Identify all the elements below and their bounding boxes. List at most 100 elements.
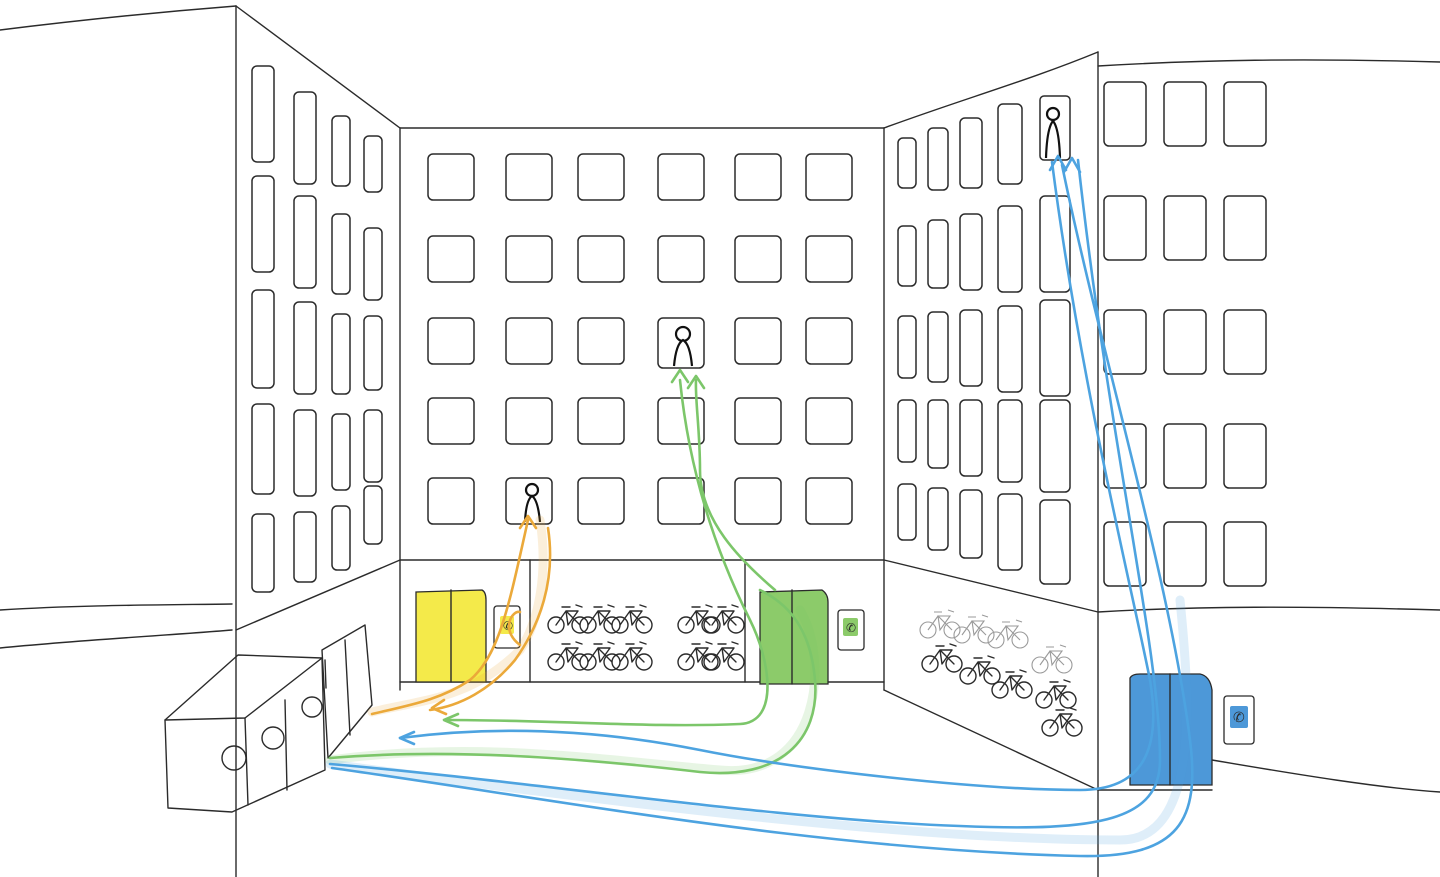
window [505, 235, 553, 283]
window [1163, 309, 1207, 375]
window [577, 317, 625, 365]
window [1223, 195, 1267, 261]
window [293, 511, 317, 583]
window [251, 513, 275, 593]
window [959, 213, 983, 291]
bicycle-icon [611, 604, 653, 634]
window [1039, 399, 1071, 493]
ground-lines [0, 59, 1440, 793]
window [959, 489, 983, 559]
bicycle-icon [677, 641, 719, 671]
window [657, 235, 705, 283]
window [293, 409, 317, 497]
window [293, 195, 317, 289]
window [363, 227, 383, 301]
window [805, 317, 853, 365]
window [1103, 81, 1147, 147]
green-route [325, 368, 820, 775]
window [897, 225, 917, 287]
window [897, 137, 917, 189]
window [734, 397, 782, 445]
window [927, 127, 949, 191]
window [997, 493, 1023, 571]
window [1163, 81, 1207, 147]
window [577, 477, 625, 525]
window [1103, 521, 1147, 587]
window [897, 483, 917, 541]
window [251, 65, 275, 163]
window [427, 397, 475, 445]
window [897, 315, 917, 379]
window [331, 213, 351, 295]
window [959, 309, 983, 387]
window [1039, 299, 1071, 397]
right-building [883, 51, 1267, 877]
window [363, 485, 383, 545]
bicycle-icon [919, 609, 961, 639]
window [1163, 521, 1207, 587]
window [927, 311, 949, 383]
window [897, 399, 917, 463]
window [805, 235, 853, 283]
bicycle-icon [1041, 707, 1083, 737]
bicycle-icon [1031, 644, 1073, 674]
window [734, 317, 782, 365]
window [997, 205, 1023, 293]
window [997, 305, 1023, 393]
bicycle-icon [959, 655, 1001, 685]
yellow-route [367, 514, 552, 717]
left-building-windows [251, 65, 383, 593]
window [427, 235, 475, 283]
window [805, 397, 853, 445]
window [805, 153, 853, 201]
svg-text:✆: ✆ [1233, 710, 1245, 726]
mail-slot-icon [261, 726, 285, 750]
bicycle-racks [547, 604, 1083, 737]
bicycle-icon [677, 604, 719, 634]
window [1163, 423, 1207, 489]
window [427, 477, 475, 525]
window [505, 153, 553, 201]
window [577, 397, 625, 445]
window [1223, 81, 1267, 147]
person-top-floor [1039, 95, 1071, 161]
bicycle-icon [991, 669, 1033, 699]
bicycle-icon [611, 641, 653, 671]
left-building [0, 5, 401, 877]
window [251, 289, 275, 389]
person-icon [1045, 106, 1061, 122]
window [997, 103, 1023, 185]
window [734, 235, 782, 283]
window [293, 91, 317, 185]
window [657, 477, 705, 525]
window [927, 399, 949, 469]
window [959, 117, 983, 189]
svg-text:✆: ✆ [846, 621, 856, 635]
window [331, 115, 351, 187]
bicycle-icon [987, 619, 1029, 649]
window [505, 317, 553, 365]
blue-route [325, 154, 1194, 858]
window [363, 135, 383, 193]
window [427, 317, 475, 365]
window [293, 301, 317, 395]
bicycle-icon [1035, 679, 1077, 709]
window [1039, 499, 1071, 585]
window [657, 153, 705, 201]
window [1103, 309, 1147, 375]
window [331, 505, 351, 571]
window [577, 235, 625, 283]
window [363, 315, 383, 391]
window [959, 399, 983, 477]
right-building-windows [897, 81, 1267, 587]
window [331, 313, 351, 395]
window [1223, 423, 1267, 489]
bicycle-icon [921, 643, 963, 673]
window [927, 219, 949, 289]
person-fourth-floor [657, 317, 705, 369]
mail-slot-icon [221, 745, 247, 771]
window [331, 413, 351, 491]
window [927, 487, 949, 551]
window [251, 175, 275, 273]
